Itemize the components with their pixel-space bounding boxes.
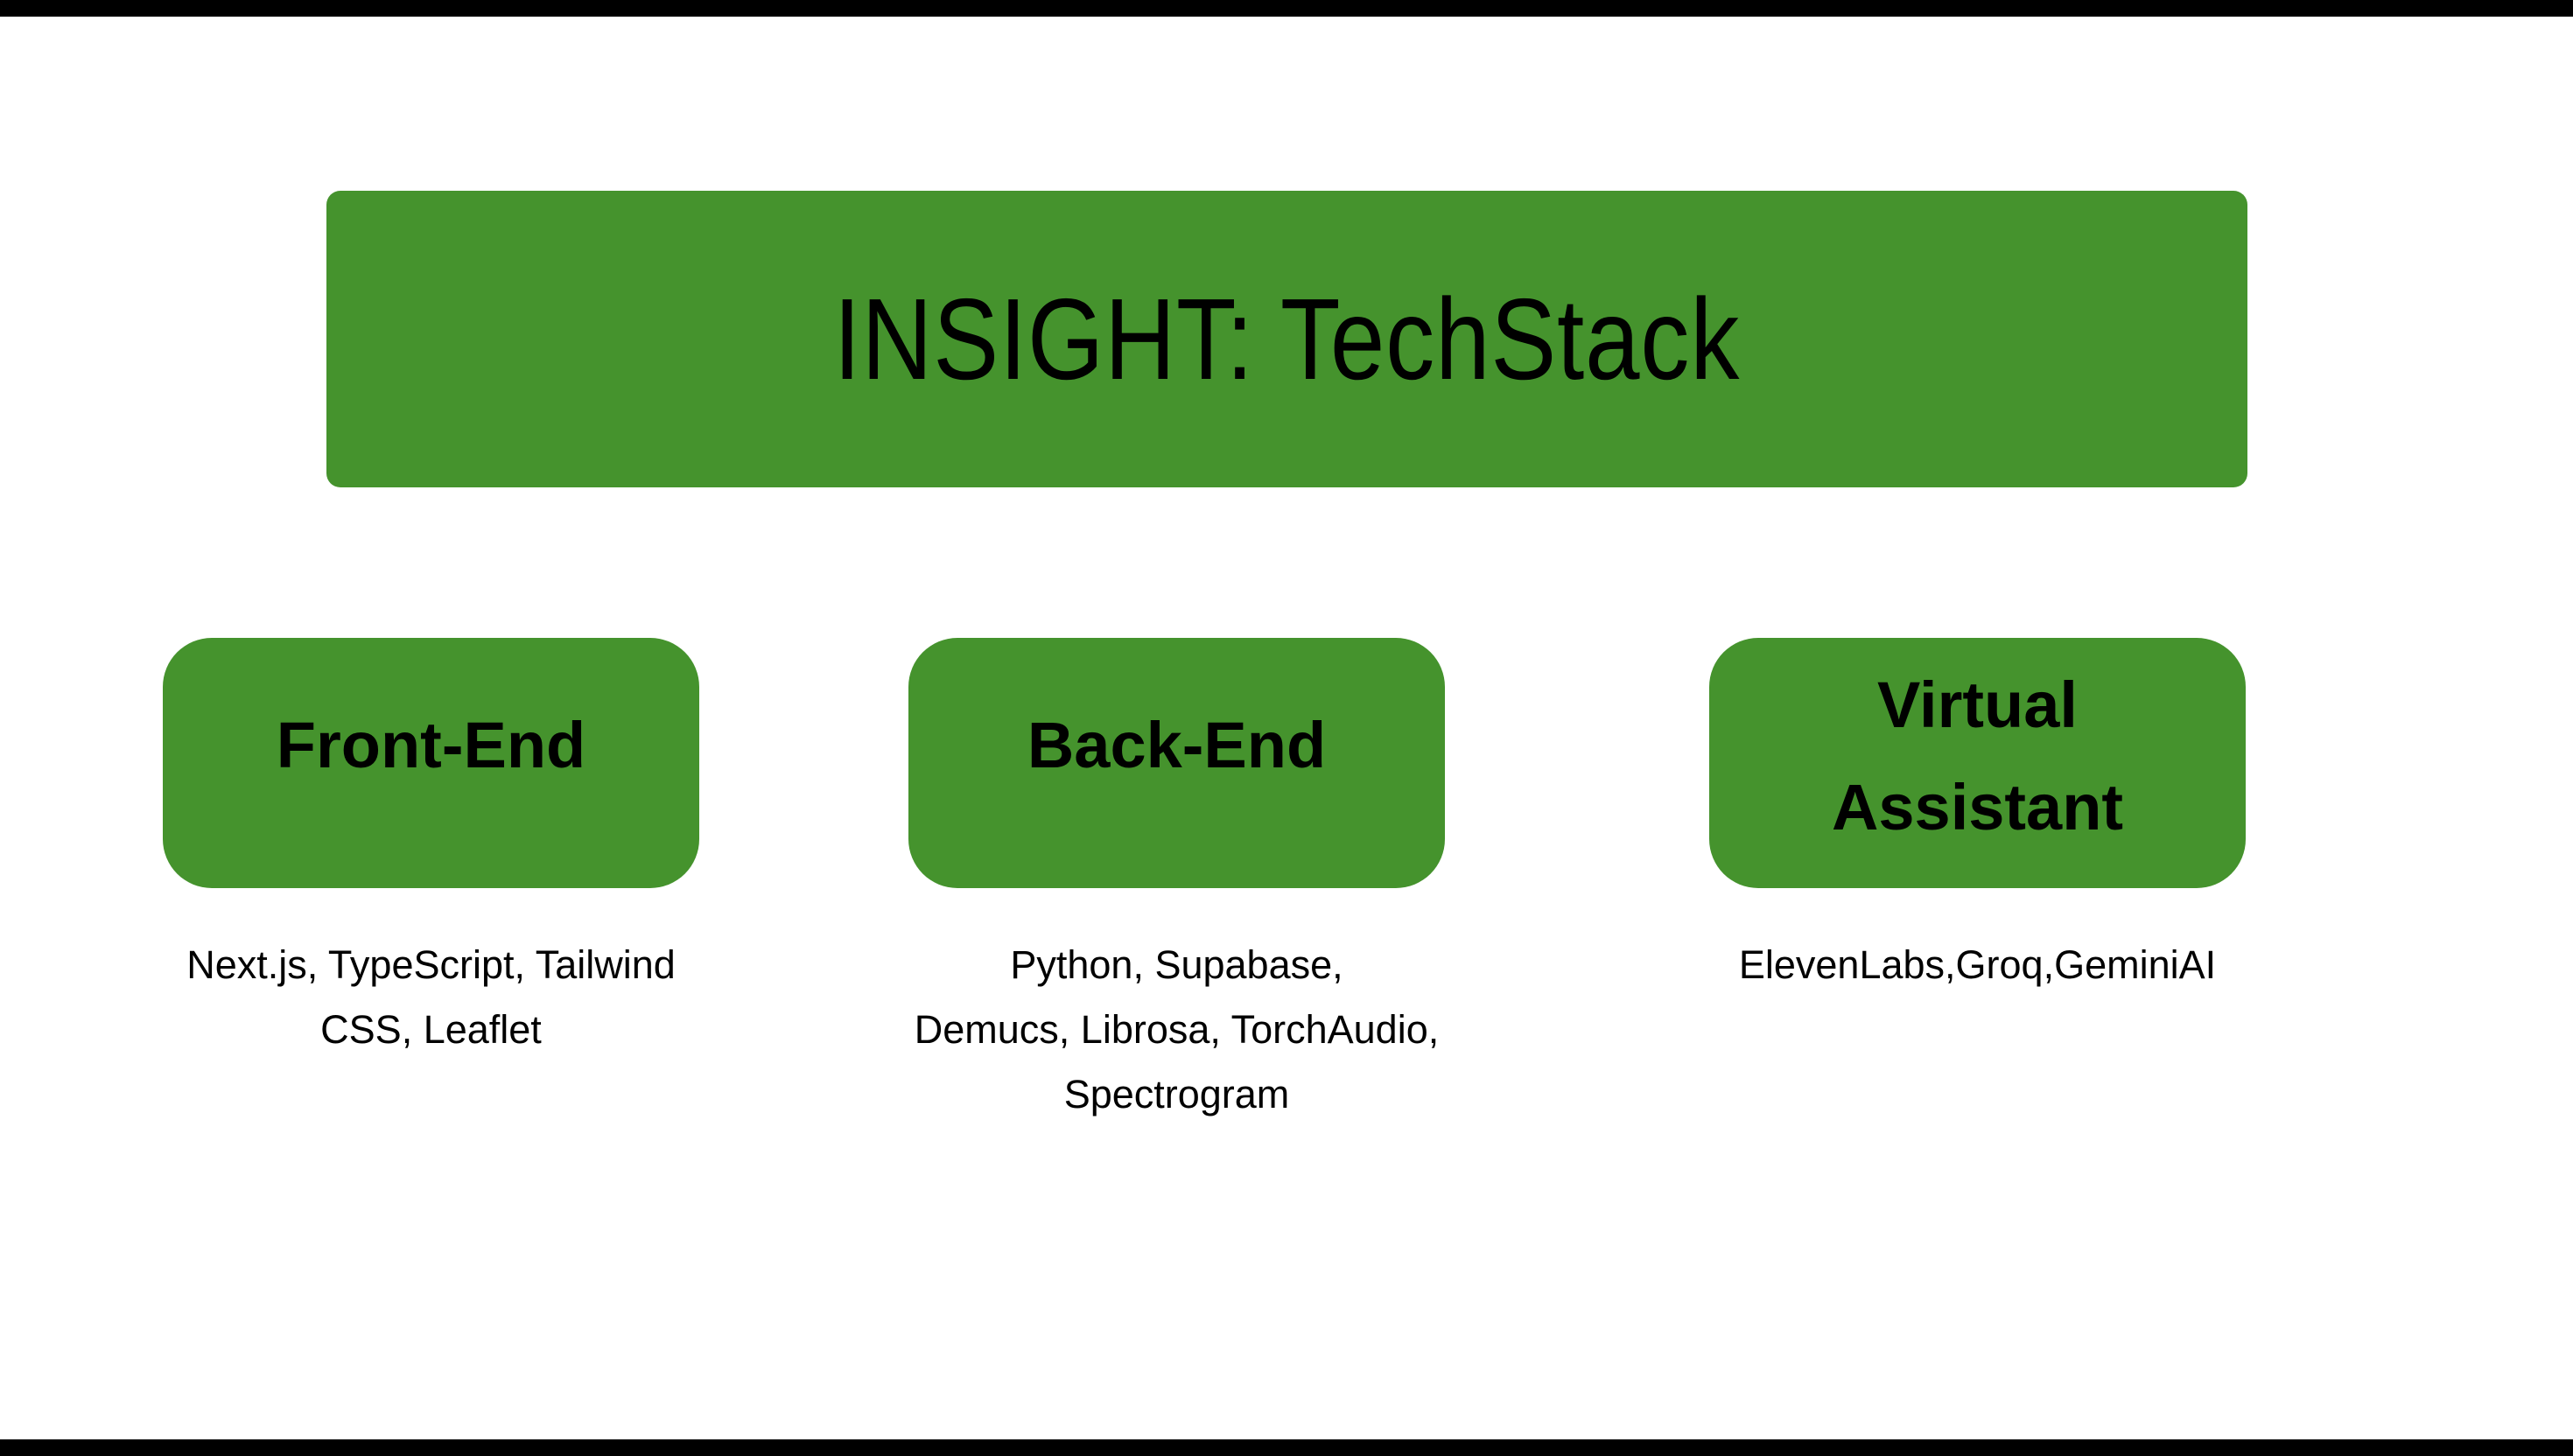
front-end-box-label: Front-End (277, 708, 585, 782)
front-end-tech-list: Next.js, TypeScript, Tailwind CSS, Leafl… (110, 933, 752, 1062)
tech-line: Spectrogram (1063, 1072, 1290, 1116)
back-end-box-label: Back-End (1027, 708, 1326, 782)
tech-line: CSS, Leaflet (320, 1007, 542, 1052)
tech-line: Demucs, Librosa, TorchAudio, (914, 1007, 1440, 1052)
front-end-box: Front-End (163, 638, 699, 888)
top-letterbox-bar (0, 0, 2573, 17)
back-end-tech-list: Python, Supabase, Demucs, Librosa, Torch… (856, 933, 1497, 1127)
virtual-assistant-tech-list: ElevenLabs,Groq,GeminiAI (1657, 933, 2298, 998)
virtual-assistant-box-label: Virtual Assistant (1832, 654, 2123, 858)
box-label-line: Assistant (1831, 771, 2124, 844)
bottom-letterbox-bar (0, 1439, 2573, 1456)
tech-line: Next.js, TypeScript, Tailwind (186, 942, 676, 987)
virtual-assistant-box: Virtual Assistant (1709, 638, 2246, 888)
title-text: INSIGHT: TechStack (833, 275, 1741, 403)
box-label-line: Front-End (276, 709, 586, 782)
box-label-line: Back-End (1027, 709, 1327, 782)
title-banner: INSIGHT: TechStack (326, 191, 2247, 487)
back-end-box: Back-End (908, 638, 1445, 888)
tech-line: Python, Supabase, (1010, 942, 1343, 987)
box-label-line: Virtual (1877, 668, 2078, 741)
tech-line: ElevenLabs,Groq,GeminiAI (1738, 942, 2217, 987)
